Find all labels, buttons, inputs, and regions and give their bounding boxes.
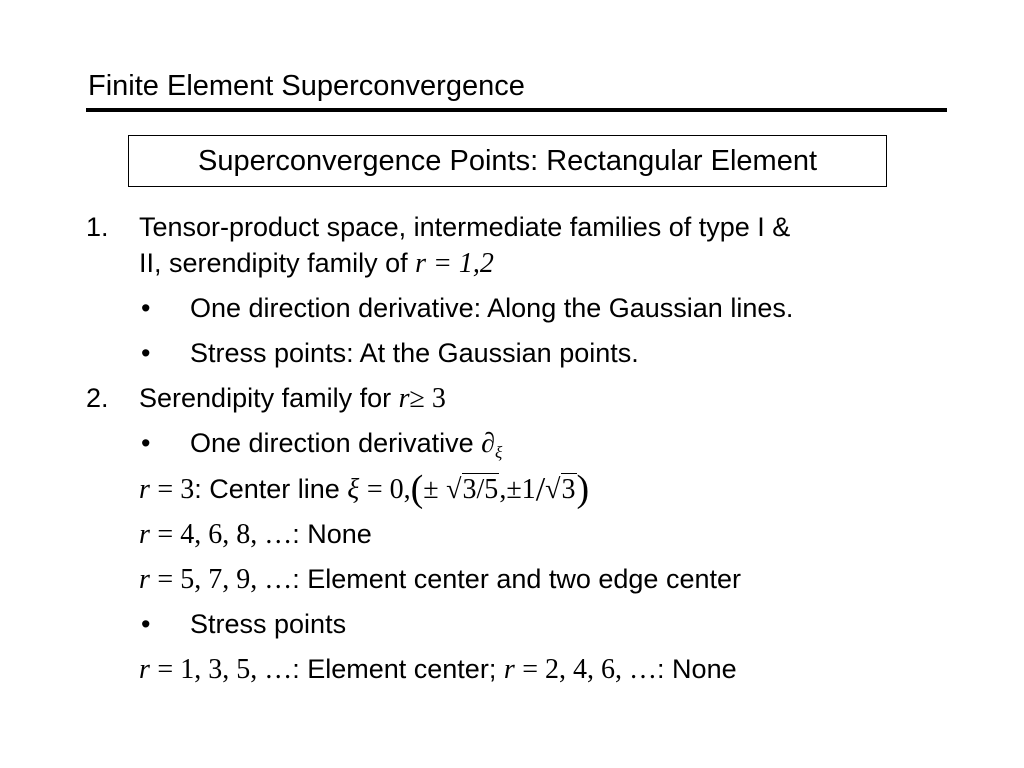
subtitle-text: Superconvergence Points: Rectangular Ele… bbox=[197, 145, 818, 177]
r3-mid: ,±1 bbox=[499, 474, 536, 505]
r468-line: r = 4, 6, 8, …: None bbox=[139, 518, 372, 551]
item2-math-r: r bbox=[398, 383, 410, 414]
stress-points-line: r = 1, 3, 5, …: Element center; r = 2, 4… bbox=[139, 653, 737, 686]
r3-open-paren: ( bbox=[410, 468, 424, 510]
title-underline bbox=[86, 108, 947, 112]
item2-text: Serendipity family for bbox=[139, 383, 399, 413]
r579-math-rest: = 5, 7, 9, … bbox=[157, 564, 293, 595]
bullet-marker: • bbox=[141, 293, 151, 323]
item1-line1: Tensor-product space, intermediate famil… bbox=[139, 212, 791, 242]
partial-derivative-subscript: ξ bbox=[495, 443, 503, 462]
reven-math-r: r bbox=[503, 654, 515, 685]
r579-text: : Element center and two edge center bbox=[292, 564, 741, 594]
slide-title: Finite Element Superconvergence bbox=[88, 70, 525, 102]
r468-math-r: r bbox=[139, 519, 150, 550]
r3-plus-minus: ± bbox=[423, 474, 439, 505]
sqrt-symbol: √ bbox=[545, 474, 561, 505]
reven-math-rest: = 2, 4, 6, … bbox=[522, 654, 658, 685]
rodd-math-rest: = 1, 3, 5, … bbox=[157, 654, 293, 685]
bullet-marker: • bbox=[141, 338, 151, 368]
item1-line2: II, serendipity family of r = 1,2 bbox=[139, 247, 494, 280]
rodd-text: : Element center; bbox=[292, 654, 504, 684]
partial-derivative-symbol: ∂ bbox=[481, 428, 495, 459]
r468-text: : None bbox=[292, 519, 372, 549]
r3-text: : Center line bbox=[194, 474, 348, 504]
item1-number: 1. bbox=[86, 212, 109, 242]
r3-line: r = 3: Center line ξ = 0,(± √3/5,±1/√3) bbox=[139, 470, 589, 508]
item1-line2-text: II, serendipity family of bbox=[139, 248, 416, 278]
rodd-math-r: r bbox=[139, 654, 150, 685]
sqrt-symbol: √ bbox=[446, 474, 462, 505]
r579-line: r = 5, 7, 9, …: Element center and two e… bbox=[139, 563, 741, 596]
item2-line: Serendipity family for r≥ 3 bbox=[139, 382, 446, 415]
item1-bullet-2: Stress points: At the Gaussian points. bbox=[190, 338, 639, 368]
r3-slash: / bbox=[535, 471, 546, 508]
subtitle-box: Superconvergence Points: Rectangular Ele… bbox=[128, 135, 887, 187]
r3-radicand-2: 3 bbox=[560, 473, 577, 505]
item2-derivative-bullet: One direction derivative ∂ξ bbox=[190, 427, 502, 469]
item2-number: 2. bbox=[86, 383, 109, 413]
item2-stress-bullet: Stress points bbox=[190, 609, 347, 639]
r579-math-r: r bbox=[139, 564, 150, 595]
derivative-text: One direction derivative bbox=[190, 428, 482, 458]
bullet-marker: • bbox=[141, 428, 151, 458]
item1-bullet-1: One direction derivative: Along the Gaus… bbox=[190, 293, 794, 323]
r3-close-paren: ) bbox=[576, 468, 590, 510]
r3-eq: = 0, bbox=[366, 474, 411, 505]
r3-radicand-1: 3/5 bbox=[461, 473, 500, 505]
r3-math-r: r bbox=[139, 474, 150, 505]
r468-math-rest: = 4, 6, 8, … bbox=[157, 519, 293, 550]
item2-math-rest: ≥ 3 bbox=[409, 383, 446, 414]
r3-xi: ξ bbox=[347, 474, 360, 505]
bullet-marker: • bbox=[141, 609, 151, 639]
item1-line2-math: r = 1,2 bbox=[415, 248, 494, 279]
r3-math-rest: = 3 bbox=[157, 474, 195, 505]
reven-text: : None bbox=[657, 654, 737, 684]
